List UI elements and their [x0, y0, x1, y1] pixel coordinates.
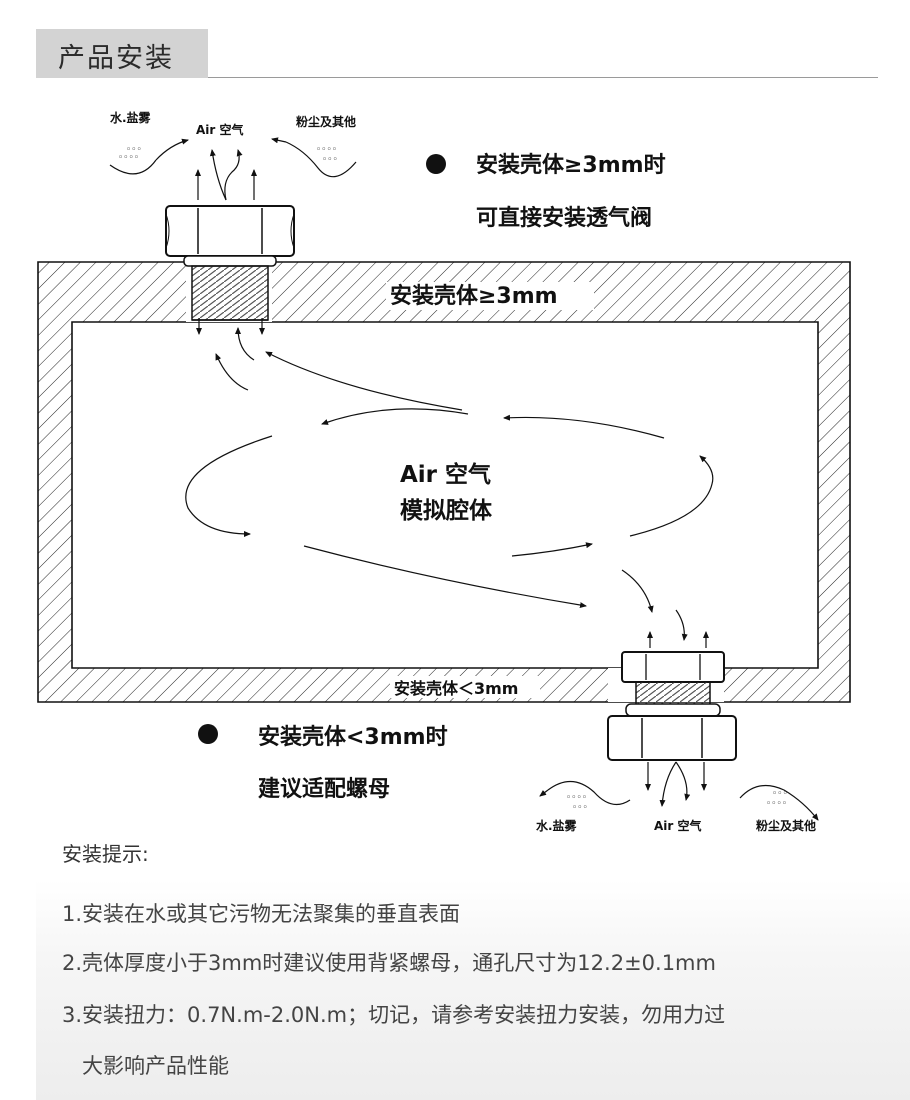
- tips-heading: 安装提示:: [62, 842, 149, 866]
- section-header-bg: [36, 29, 208, 78]
- bottom-vent-valve: [607, 631, 737, 761]
- bottom-water-label: 水.盐雾: [536, 818, 578, 833]
- tip-item-2: 2.壳体厚度小于3mm时建议使用背紧螺母，通孔尺寸为12.2±0.1mm: [62, 951, 716, 975]
- section-divider: [208, 77, 878, 78]
- bottom-dust-label: 粉尘及其他: [756, 818, 816, 833]
- bottom-dust-dots: ◦◦◦◦: [766, 799, 787, 809]
- cavity-label-line2: 模拟腔体: [400, 497, 493, 524]
- bottom-note-line2: 建议适配螺母: [258, 777, 390, 802]
- bottom-air-label: Air 空气: [654, 818, 702, 833]
- wall-top-label: 安装壳体≥3mm: [390, 283, 558, 309]
- top-water-dots: ◦◦◦◦: [118, 153, 139, 163]
- top-vent-valve: [165, 205, 295, 321]
- top-note-line2: 可直接安装透气阀: [476, 205, 652, 231]
- bullet-bottom: [198, 724, 218, 744]
- tip-item-1: 1.安装在水或其它污物无法聚集的垂直表面: [62, 902, 461, 926]
- top-dust-label: 粉尘及其他: [296, 114, 356, 129]
- top-water-label: 水.盐雾: [110, 110, 152, 125]
- cavity-label-line1: Air 空气: [400, 461, 491, 488]
- svg-text:◦◦◦: ◦◦◦: [322, 155, 338, 165]
- svg-text:◦◦◦: ◦◦◦: [572, 803, 588, 813]
- svg-text:◦◦◦: ◦◦◦: [126, 145, 142, 155]
- top-air-label: Air 空气: [196, 122, 244, 137]
- enclosure-wall: [37, 261, 851, 703]
- svg-text:◦◦◦: ◦◦◦: [772, 789, 788, 799]
- tips-panel: [36, 880, 910, 1100]
- top-dust-dots: ◦◦◦◦: [316, 145, 337, 155]
- bottom-water-dots: ◦◦◦◦: [566, 793, 587, 803]
- wall-bottom-label: 安装壳体＜3mm: [394, 679, 518, 698]
- top-note-line1: 安装壳体≥3mm时: [476, 152, 666, 178]
- tip-item-3-continued: 大影响产品性能: [82, 1054, 229, 1078]
- bottom-note-line1: 安装壳体<3mm时: [258, 724, 448, 750]
- tip-item-3: 3.安装扭力：0.7N.m-2.0N.m；切记，请参考安装扭力安装，勿用力过: [62, 1003, 726, 1027]
- bullet-top: [426, 154, 446, 174]
- section-title: 产品安装: [58, 43, 174, 74]
- installation-diagram: 安装壳体≥3mm 安装壳体＜3mm ◦◦◦◦ ◦◦◦ 水.盐雾 Air 空气 ◦…: [37, 110, 851, 833]
